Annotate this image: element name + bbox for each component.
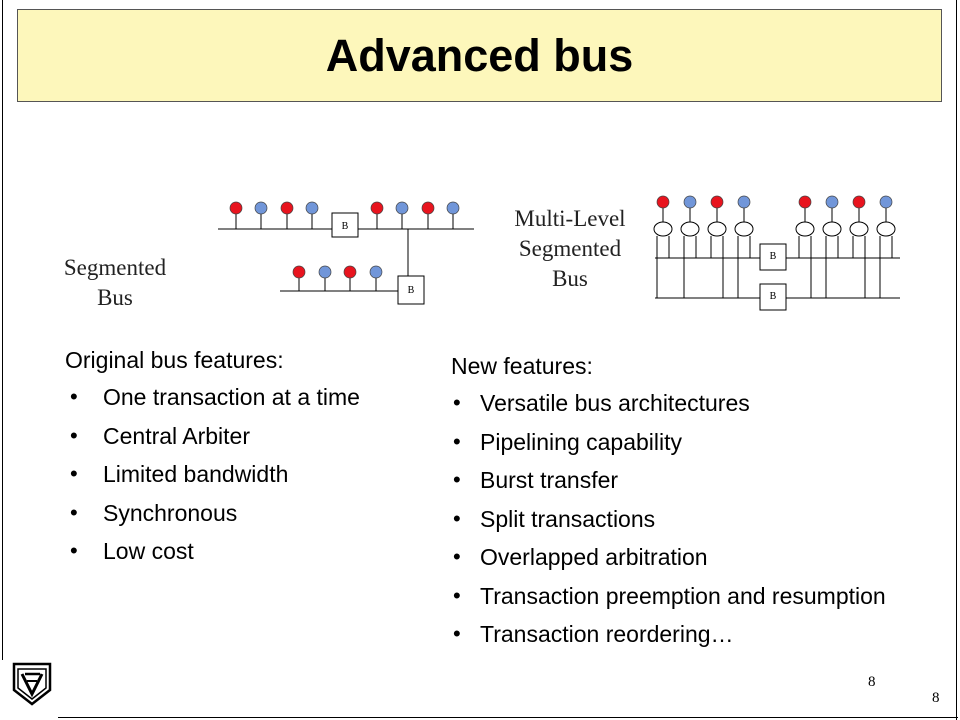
node-red xyxy=(852,195,866,209)
node-red xyxy=(710,195,724,209)
node-blue xyxy=(305,201,319,215)
list-item: •Transaction preemption and resumption xyxy=(451,577,886,616)
node-red xyxy=(229,201,243,215)
bridge-label: B xyxy=(770,291,777,302)
multilevel-node-circles xyxy=(656,195,893,209)
slide-border-left xyxy=(2,0,3,660)
node-red xyxy=(280,201,294,215)
multilevel-label-line1: Multi-Level xyxy=(514,206,626,231)
node-red xyxy=(421,201,435,215)
bridge-label: B xyxy=(770,251,777,262)
node-blue xyxy=(318,265,332,279)
list-item: •Burst transfer xyxy=(451,461,886,500)
node-blue xyxy=(254,201,268,215)
bullet-icon: • xyxy=(453,621,461,646)
technion-logo-icon xyxy=(12,662,52,706)
list-item: •Overlapped arbitration xyxy=(451,538,886,577)
list-item: •Versatile bus architectures xyxy=(451,384,886,423)
slide-border-right xyxy=(956,0,957,720)
segmented-label-line2: Bus xyxy=(97,285,133,310)
page-number-outer: 8 xyxy=(932,690,940,706)
list-item: •One transaction at a time xyxy=(65,378,360,417)
footer-rule xyxy=(58,717,958,718)
list-item: •Transaction reordering… xyxy=(451,615,886,654)
bullet-icon: • xyxy=(70,461,78,486)
bullet-icon: • xyxy=(453,582,461,608)
segmented-label-line1: Segmented xyxy=(63,255,167,280)
node-blue xyxy=(683,195,697,209)
new-features-heading: New features: xyxy=(451,353,593,379)
node-red xyxy=(656,195,670,209)
multilevel-label-line2: Segmented xyxy=(518,236,622,261)
original-features-heading: Original bus features: xyxy=(65,347,284,373)
node-blue xyxy=(879,195,893,209)
bullet-icon: • xyxy=(453,428,461,454)
page-number-inner: 8 xyxy=(868,674,876,690)
original-features: Original bus features: •One transaction … xyxy=(65,345,360,571)
list-item: •Synchronous xyxy=(65,494,360,533)
multilevel-bus-diagram: B B xyxy=(653,195,900,311)
bullet-icon: • xyxy=(453,390,461,415)
switch-ovals xyxy=(653,221,896,237)
slide-title: Advanced bus xyxy=(325,29,634,81)
bridge-box xyxy=(331,212,359,238)
new-features-list: •Versatile bus architectures •Pipelining… xyxy=(451,384,886,654)
segmented-bus-diagram: B B xyxy=(218,201,474,305)
list-item: •Central Arbiter xyxy=(65,417,360,456)
node-blue xyxy=(369,265,383,279)
node-red xyxy=(292,265,306,279)
upper-bus-nodes xyxy=(229,201,460,229)
bullet-icon: • xyxy=(70,538,78,563)
bullet-icon: • xyxy=(70,422,78,448)
bridge-label: B xyxy=(408,285,415,296)
node-blue xyxy=(737,195,751,209)
bullet-icon: • xyxy=(453,505,461,531)
list-item: •Pipelining capability xyxy=(451,423,886,462)
bullet-icon: • xyxy=(453,467,461,492)
title-banner: Advanced bus xyxy=(17,9,942,102)
node-blue xyxy=(395,201,409,215)
bullet-icon: • xyxy=(453,544,461,569)
list-item: •Limited bandwidth xyxy=(65,455,360,494)
bridge-box xyxy=(759,243,787,271)
multilevel-label-line3: Bus xyxy=(552,266,588,291)
bullet-icon: • xyxy=(70,499,78,525)
bridge-label: B xyxy=(342,221,349,232)
bridge-box xyxy=(759,283,787,311)
node-red xyxy=(343,265,357,279)
multilevel-bus-label: Multi-Level Segmented Bus xyxy=(495,204,645,294)
segmented-bus-label: Segmented Bus xyxy=(45,253,185,313)
new-features: New features: •Versatile bus architectur… xyxy=(451,351,886,654)
lower-bus-nodes xyxy=(292,265,383,291)
node-red xyxy=(370,201,384,215)
list-item: •Split transactions xyxy=(451,500,886,539)
node-blue xyxy=(446,201,460,215)
bullet-icon: • xyxy=(70,384,78,409)
bridge-box xyxy=(397,275,425,305)
node-blue xyxy=(825,195,839,209)
list-item: •Low cost xyxy=(65,532,360,571)
original-features-list: •One transaction at a time •Central Arbi… xyxy=(65,378,360,571)
node-red xyxy=(798,195,812,209)
